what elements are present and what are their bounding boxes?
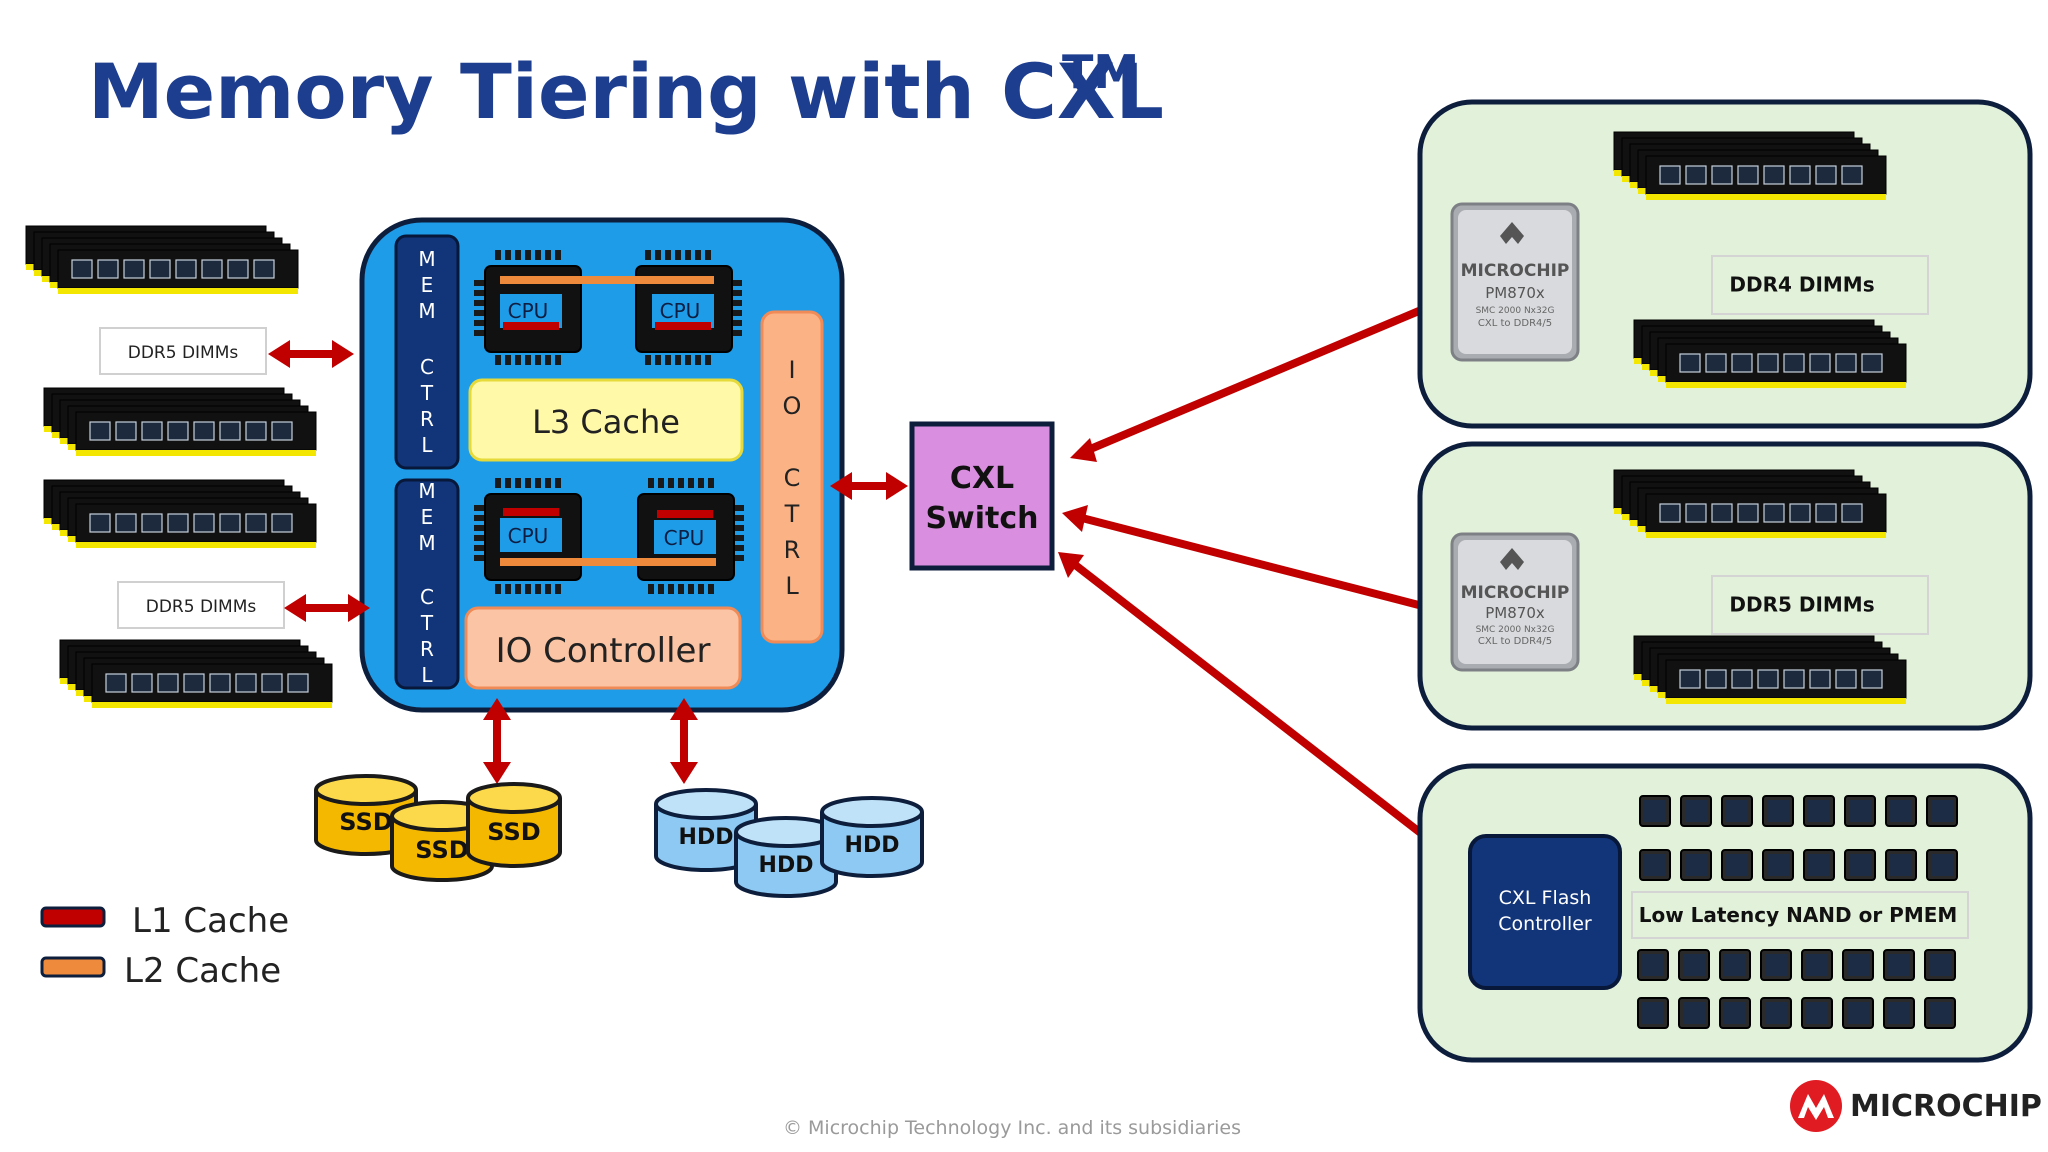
io-ctrl-letter: O (783, 392, 802, 420)
flash-media-label: Low Latency NAND or PMEM (1639, 903, 1958, 927)
slide-title: Memory Tiering with CXL TM (88, 45, 1164, 136)
hdd-label: HDD (845, 833, 900, 858)
mem-ctrl-top-letter: L (421, 433, 433, 457)
mem-ctrl-top-letter: R (420, 407, 434, 431)
ddr5-dimms-label-top: DDR5 DIMMs (128, 343, 239, 363)
copyright-footer: © Microchip Technology Inc. and its subs… (783, 1117, 1241, 1139)
hdd-label: HDD (759, 853, 814, 878)
microchip-logo-icon (1790, 1080, 1842, 1132)
ddr5-dimms-right-label: DDR5 DIMMs (1729, 593, 1874, 617)
l3-cache-block (468, 378, 744, 462)
io-ctrl-letter: R (784, 536, 801, 564)
mem-ctrl-bottom-letter: R (420, 637, 434, 661)
ssd-label: SSD (487, 818, 540, 846)
mem-ctrl-bottom-letter: T (420, 611, 434, 635)
mem-ctrl-bottom-letter: M (418, 531, 435, 555)
io-controller-block (464, 606, 742, 690)
io-controller-label: IO Controller (496, 631, 711, 671)
cxl-flash-panel: Low Latency NAND or PMEM CXL Flash Contr… (1417, 763, 2033, 1063)
dimm-stack-1 (26, 226, 298, 294)
cpu-core-label: CPU (660, 299, 701, 323)
hdd-label: HDD (679, 825, 734, 850)
cpu-core-label: CPU (664, 526, 705, 550)
hdd-drive: HDD (734, 816, 838, 898)
mem-ctrl-bottom (394, 478, 460, 690)
legend: L1 Cache L2 Cache (40, 901, 289, 991)
io-ctrl-letter: I (788, 356, 795, 384)
microchip-logo-text: MICROCHIP (1850, 1089, 2042, 1124)
io-ctrl-letter: L (785, 572, 799, 600)
chip-part-number: PM870x (1485, 604, 1545, 622)
l2-cache-bar-top (500, 276, 714, 284)
chip-sub-text: SMC 2000 Nx32G (1476, 625, 1555, 635)
chip-logo-text: MICROCHIP (1461, 261, 1570, 281)
title-trademark: TM (1062, 45, 1139, 99)
mem-ctrl-top-letter: E (421, 273, 434, 297)
hdd-drive: HDD (820, 796, 924, 878)
cxl-flash-controller (1468, 834, 1622, 990)
dimm-stack-2 (44, 388, 316, 456)
cpu-core-label: CPU (508, 524, 549, 548)
flash-controller-line1: CXL Flash (1499, 887, 1592, 909)
mem-ctrl-top-letter: C (420, 355, 434, 379)
ddr4-dimms-label: DDR4 DIMMs (1729, 273, 1874, 297)
ssd-label: SSD (415, 836, 468, 864)
cpu-core-top-right: CPU (635, 250, 742, 365)
legend-swatch-l2 (40, 956, 106, 978)
flash-controller-line2: Controller (1498, 913, 1592, 935)
io-ctrl-bar (760, 310, 824, 644)
switch-label-line1: CXL (950, 461, 1014, 496)
dimm-stack-3 (44, 480, 316, 548)
hdd-drive: HDD (654, 788, 758, 872)
left-dimm-label-top: DDR5 DIMMs (99, 327, 267, 375)
ddr5-dimm-stack-top (1614, 470, 1886, 538)
memory-expander-panel-1: DDR4 DIMMs MICROCHIP PM870x SMC 2000 Nx3… (1417, 99, 2033, 429)
chip-logo-text: MICROCHIP (1461, 583, 1570, 603)
cpu-core-label: CPU (508, 299, 549, 323)
mem-ctrl-bottom-letter: M (418, 479, 435, 503)
mem-ctrl-bottom-letter: L (421, 663, 433, 687)
ssd-group: SSD SSD SSD (314, 774, 562, 882)
cpu-core-bottom-right: CPU (637, 478, 744, 594)
cpu-package: M E M C T R L M E M C T R L CPU (359, 217, 845, 713)
io-ctrl-letter: C (784, 464, 801, 492)
legend-label-l1: L1 Cache (132, 901, 289, 941)
switch-label-line2: Switch (925, 501, 1038, 536)
legend-label-l2: L2 Cache (124, 951, 281, 991)
ssd-drive: SSD (466, 782, 562, 868)
chip-sub-text: CXL to DDR4/5 (1478, 318, 1552, 329)
cxl-switch: CXL Switch (909, 421, 1055, 571)
mem-ctrl-bottom-letter: C (420, 585, 434, 609)
cpu-core-bottom-left: CPU (474, 478, 582, 594)
ddr5-dimm-stack-bottom (1634, 636, 1906, 704)
left-dimm-label-bottom: DDR5 DIMMs (117, 581, 285, 629)
pm870x-chip-1: MICROCHIP PM870x SMC 2000 Nx32G CXL to D… (1450, 202, 1580, 362)
cpu-core-top-left: CPU (474, 250, 582, 365)
pm870x-chip-2: MICROCHIP PM870x SMC 2000 Nx32G CXL to D… (1450, 532, 1580, 672)
chip-part-number: PM870x (1485, 284, 1545, 302)
dimm-stack-4 (60, 640, 332, 708)
left-dimm-stacks (26, 226, 332, 708)
ddr4-dimm-stack-top (1614, 132, 1886, 200)
mem-ctrl-top-letter: T (420, 381, 434, 405)
mem-ctrl-top-letter: M (418, 247, 435, 271)
mem-ctrl-top-letter: M (418, 299, 435, 323)
microchip-logo: MICROCHIP (1790, 1080, 2042, 1132)
legend-swatch-l1 (40, 906, 106, 928)
chip-sub-text: CXL to DDR4/5 (1478, 636, 1552, 647)
chip-sub-text: SMC 2000 Nx32G (1476, 306, 1555, 316)
l3-cache-label: L3 Cache (532, 403, 680, 441)
ddr5-dimms-label-bottom: DDR5 DIMMs (146, 597, 257, 617)
hdd-group: HDD HDD HDD (654, 788, 924, 898)
ssd-label: SSD (339, 808, 392, 836)
mem-ctrl-top (394, 234, 460, 470)
title-main: Memory Tiering with CXL (88, 47, 1164, 136)
io-ctrl-letter: T (784, 500, 800, 528)
l2-cache-bar-bottom (500, 558, 716, 566)
ddr4-dimm-stack-bottom (1634, 320, 1906, 388)
mem-ctrl-bottom-letter: E (421, 505, 434, 529)
memory-expander-panel-2: DDR5 DIMMs MICROCHIP PM870x SMC 2000 Nx3… (1417, 441, 2033, 731)
